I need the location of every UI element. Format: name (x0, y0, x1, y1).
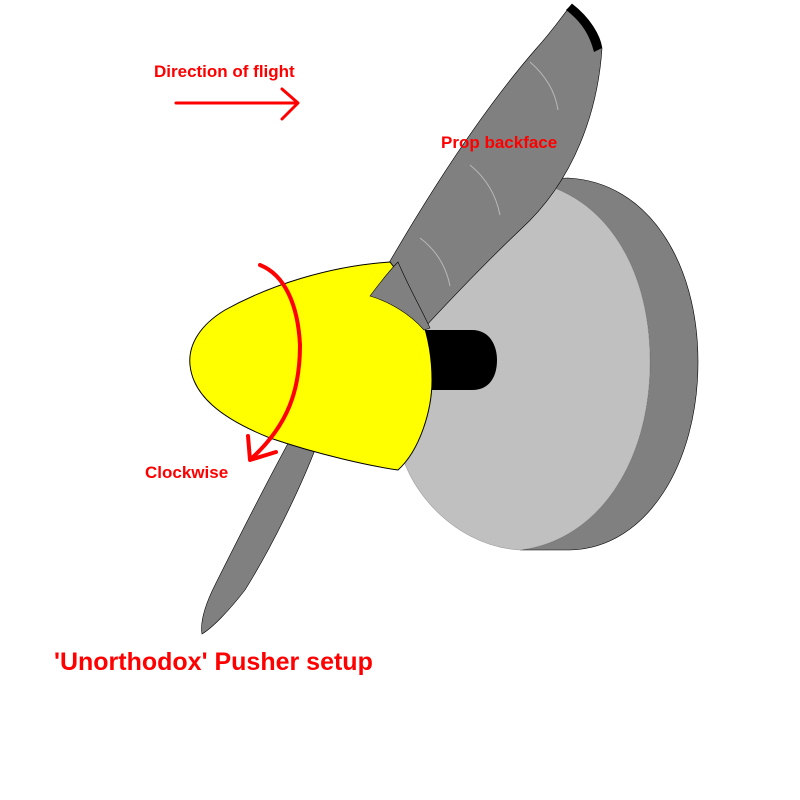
blade-root (369, 261, 431, 331)
flight-direction-arrowhead (280, 87, 300, 121)
rotation-arrowhead (246, 434, 278, 462)
prop-blade-tip (566, 4, 602, 52)
rotation-arrow (250, 263, 303, 460)
prop-backface-label: Prop backface (441, 133, 558, 152)
diagram-title: 'Unorthodox' Pusher setup (54, 648, 373, 676)
clockwise-label: Clockwise (145, 463, 229, 482)
motor-shaft (418, 330, 497, 390)
blade-section-line-3 (419, 237, 451, 287)
direction-of-flight-label: Direction of flight (154, 62, 295, 81)
blade-section-line-2 (469, 164, 501, 216)
prop-blade-lower (201, 435, 319, 635)
blade-section-line-1 (529, 61, 559, 111)
